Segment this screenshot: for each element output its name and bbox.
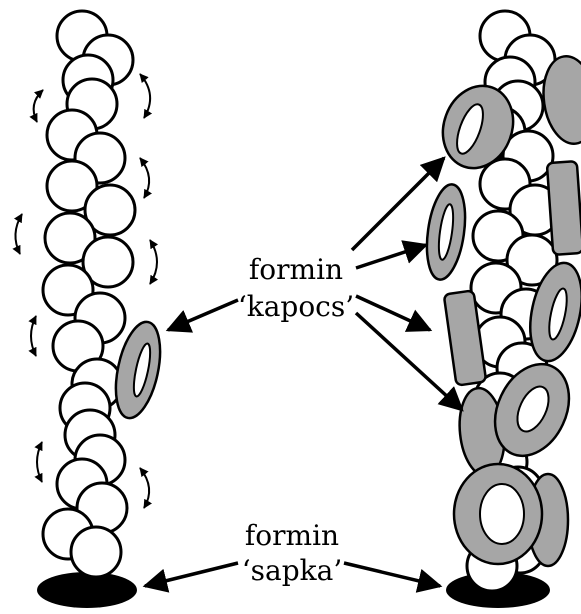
rotation-arrow: [37, 442, 42, 482]
formin-cuff-ring: [547, 161, 581, 255]
formin-cuff-ring: [421, 182, 470, 282]
cuff-label-line2: ‘kapocs’: [238, 290, 354, 323]
rotation-arrow: [140, 468, 149, 508]
rotation-arrow: [150, 240, 157, 284]
left-actin-filament: [15, 11, 167, 608]
cap-label-line2: ‘sapka’: [242, 554, 342, 587]
rotation-arrow: [15, 214, 22, 254]
cuff-label-line1: formin: [249, 253, 343, 286]
rotation-arrow: [140, 74, 150, 118]
rotation-arrow: [31, 316, 36, 356]
rotation-arrow: [34, 90, 43, 122]
cap-arrow-right: [344, 563, 440, 586]
rotation-arrow: [140, 158, 149, 198]
cuff-arrow-right-4: [356, 313, 462, 410]
formin-cuff-ring: [454, 464, 542, 564]
cuff-arrow-right-2: [356, 245, 426, 268]
right-actin-filament: [421, 11, 581, 608]
actin-monomer: [71, 527, 121, 577]
cap-arrow-left: [145, 563, 238, 586]
left-formin-cap: [37, 572, 137, 608]
left-monomers: [43, 11, 135, 577]
cap-label-line1: formin: [245, 519, 339, 552]
cuff-arrow-left: [168, 300, 238, 330]
